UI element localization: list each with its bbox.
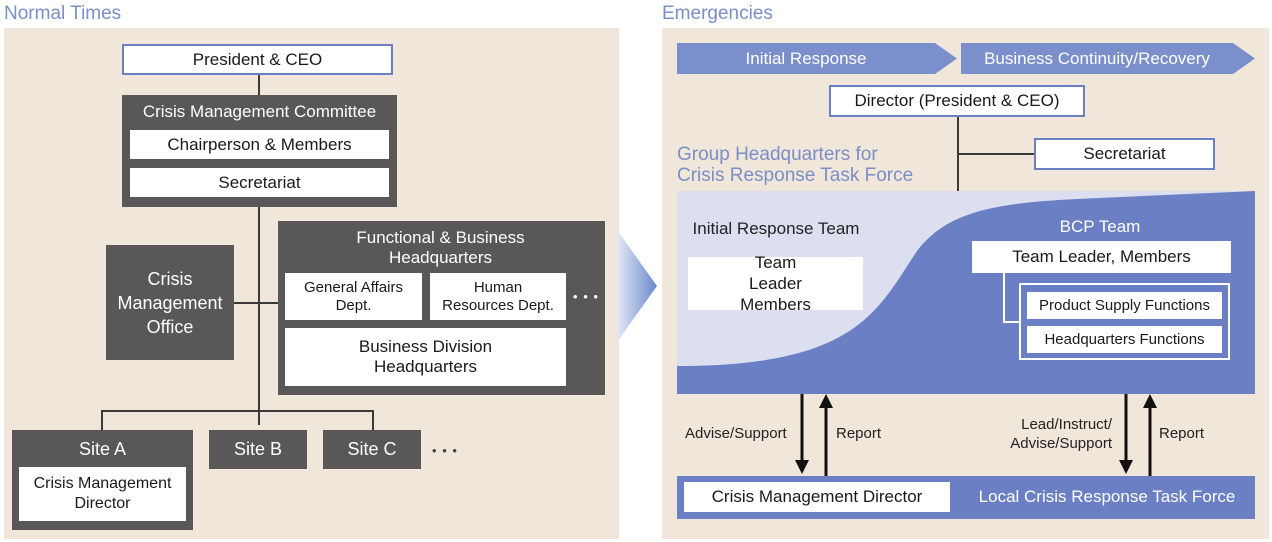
left-flow-arrows bbox=[795, 394, 833, 476]
group-hq-title-line2: Crisis Response Task Force bbox=[677, 165, 914, 186]
product-supply-functions: Product Supply Functions bbox=[1027, 292, 1222, 319]
connector-line bbox=[1003, 321, 1020, 323]
emergency-secretariat-box: Secretariat bbox=[1034, 138, 1215, 170]
chairperson-members-box: Chairperson & Members bbox=[130, 130, 389, 159]
local-task-force-bar: Crisis Management Director Local Crisis … bbox=[677, 476, 1255, 519]
connector-line bbox=[1003, 273, 1005, 323]
connector-line bbox=[234, 302, 258, 304]
site-b: Site B bbox=[209, 430, 307, 469]
human-resources-dept: Human Resources Dept. bbox=[430, 273, 566, 320]
phase-initial-label: Initial Response bbox=[745, 48, 867, 68]
local-task-force-label: Local Crisis Response Task Force bbox=[978, 487, 1236, 506]
president-ceo-box: President & CEO bbox=[122, 44, 393, 75]
phase-arrow-initial bbox=[677, 43, 957, 74]
committee-secretariat-box: Secretariat bbox=[130, 168, 389, 197]
arrow-up-icon bbox=[1143, 394, 1157, 408]
right-flow-arrows bbox=[1119, 394, 1157, 476]
connector-line bbox=[260, 302, 278, 304]
site-a-director: Crisis Management Director bbox=[19, 467, 186, 521]
transition-arrow-icon bbox=[617, 230, 657, 342]
connector-line bbox=[101, 410, 103, 430]
connector-line bbox=[101, 410, 374, 412]
group-hq-title-line1: Group Headquarters for bbox=[677, 144, 878, 165]
headquarters-functions: Headquarters Functions bbox=[1027, 326, 1222, 353]
arrow-down-icon bbox=[795, 460, 809, 474]
business-division-hq: Business Division Headquarters bbox=[285, 328, 566, 386]
initial-team-members-box: Team Leader Members bbox=[688, 253, 863, 314]
functional-hq-title: Functional & Business Headquarters bbox=[356, 228, 525, 267]
connector-line bbox=[959, 153, 1034, 155]
director-box: Director (President & CEO) bbox=[829, 85, 1085, 117]
site-a: Site A Crisis Management Director bbox=[12, 430, 193, 530]
general-affairs-dept: General Affairs Dept. bbox=[285, 273, 422, 320]
phase-arrows bbox=[677, 43, 1255, 74]
group-hq-title: Group Headquarters for Crisis Response T… bbox=[677, 144, 913, 186]
arrow-down-icon bbox=[1119, 460, 1133, 474]
bcp-functions-group: Product Supply Functions Headquarters Fu… bbox=[1019, 283, 1230, 360]
advise-support-label: Advise/Support bbox=[685, 425, 787, 442]
functional-business-hq: Functional & Business Headquarters Gener… bbox=[278, 221, 605, 395]
site-c: Site C bbox=[323, 430, 421, 469]
report-left-label: Report bbox=[836, 425, 882, 442]
bcp-team-title: BCP Team bbox=[1059, 217, 1141, 236]
connector-line bbox=[258, 207, 260, 425]
initial-response-team-title: Initial Response Team bbox=[692, 218, 860, 238]
crisis-management-office: Crisis Management Office bbox=[106, 245, 234, 360]
local-crisis-director-box: Crisis Management Director bbox=[684, 482, 950, 512]
bcp-team-leader-box: Team Leader, Members bbox=[972, 241, 1231, 273]
report-right-label: Report bbox=[1159, 425, 1205, 442]
normal-times-title: Normal Times bbox=[4, 3, 122, 24]
more-depts-ellipsis: • • • bbox=[573, 288, 599, 304]
connector-line bbox=[258, 75, 260, 95]
crisis-management-committee: Crisis Management Committee Chairperson … bbox=[122, 95, 397, 207]
committee-title: Crisis Management Committee bbox=[142, 102, 377, 121]
emergencies-title: Emergencies bbox=[662, 3, 773, 24]
arrow-up-icon bbox=[819, 394, 833, 408]
more-sites-ellipsis: • • • bbox=[432, 442, 458, 458]
phase-bcp-label: Business Continuity/Recovery bbox=[984, 48, 1210, 68]
connector-line bbox=[957, 116, 959, 192]
phase-arrow-bcp bbox=[961, 43, 1255, 74]
site-a-label: Site A bbox=[78, 438, 127, 459]
lead-instruct-label: Lead/Instruct/ Advise/Support bbox=[1010, 416, 1112, 452]
connector-line bbox=[372, 410, 374, 430]
